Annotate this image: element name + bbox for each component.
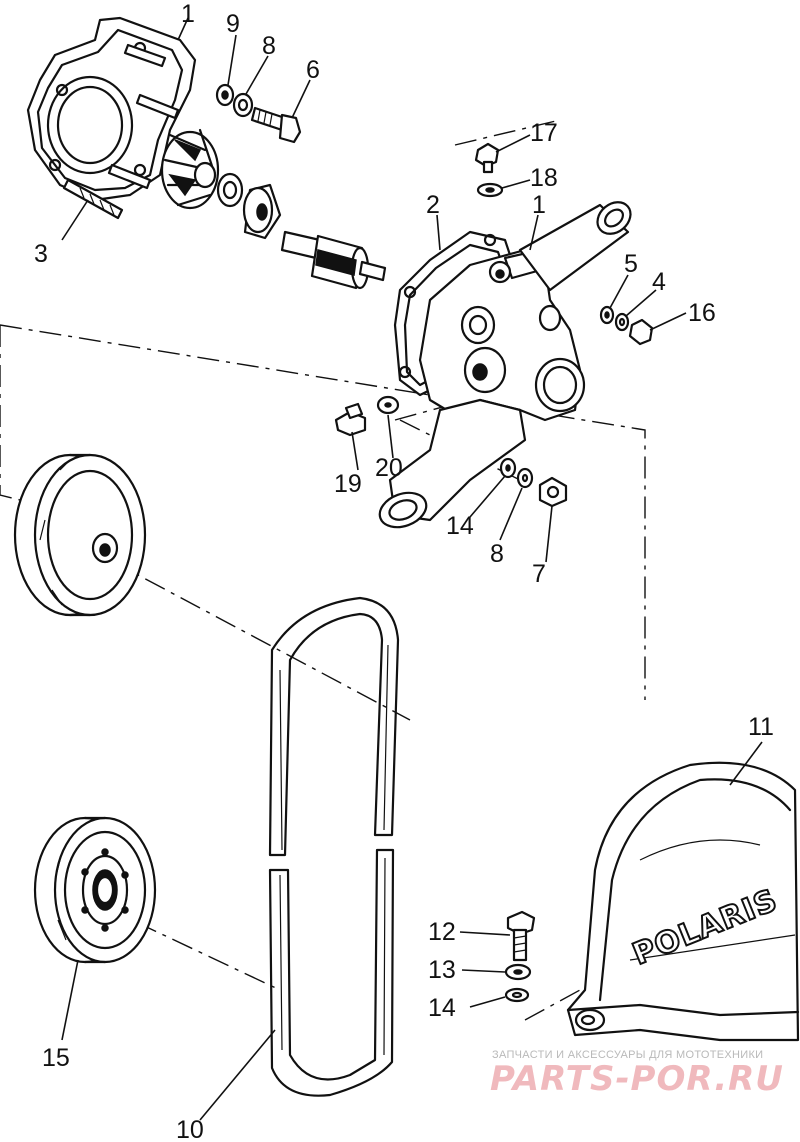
bolt-12 <box>506 910 536 962</box>
callout-12: 12 <box>428 918 456 946</box>
callout-8-top: 8 <box>262 32 276 60</box>
washer-14-top <box>499 457 517 479</box>
washer-13 <box>504 963 532 981</box>
callout-14-mid: 14 <box>446 512 474 540</box>
callout-7: 7 <box>532 560 546 588</box>
lower-pulley <box>33 816 157 964</box>
callout-15: 15 <box>42 1044 70 1072</box>
impeller <box>160 128 220 210</box>
upper-pulley <box>13 453 147 617</box>
pump-shaft <box>280 230 387 290</box>
nut-16 <box>628 318 654 346</box>
watermark-caption: ЗАПЧАСТИ И АКСЕССУАРЫ ДЛЯ МОТОТЕХНИКИ <box>492 1049 763 1061</box>
washer-14-bottom <box>504 987 530 1003</box>
drive-belt <box>268 596 400 1097</box>
watermark: ЗАПЧАСТИ И АКСЕССУАРЫ ДЛЯ МОТОТЕХНИКИ PA… <box>490 1049 784 1099</box>
pump-seal <box>216 172 282 240</box>
studs <box>62 43 180 220</box>
washer-8-top <box>232 92 254 118</box>
bolt-6 <box>250 106 302 144</box>
callout-10: 10 <box>176 1116 204 1142</box>
washer-4 <box>614 312 630 332</box>
callout-14-bottom: 14 <box>428 994 456 1022</box>
washer-8-mid <box>516 467 534 489</box>
callout-16: 16 <box>688 299 716 327</box>
nut-7 <box>538 476 568 508</box>
belt-cover: POLARIS <box>566 761 800 1042</box>
watermark-brand: PARTS-POR.RU <box>490 1059 784 1099</box>
callout-18: 18 <box>530 164 558 192</box>
washer-18 <box>476 182 504 198</box>
callout-3: 3 <box>34 240 48 268</box>
callout-labels: 1 9 8 6 3 17 18 2 1 5 4 16 19 20 14 8 7 … <box>34 0 774 1142</box>
callout-4: 4 <box>652 268 666 296</box>
callout-19: 19 <box>334 470 362 498</box>
callout-13: 13 <box>428 956 456 984</box>
callout-11: 11 <box>748 713 774 741</box>
fitting-19 <box>334 402 367 437</box>
callout-2: 2 <box>426 191 440 219</box>
callout-6: 6 <box>306 56 320 84</box>
leader-lines <box>61 17 763 1121</box>
callout-5: 5 <box>624 250 638 278</box>
washer-5 <box>599 305 615 325</box>
washer-9 <box>215 83 235 107</box>
callout-1-top: 1 <box>181 0 195 28</box>
bolt-17 <box>474 142 500 174</box>
callout-17: 17 <box>530 119 558 147</box>
callout-9: 9 <box>226 10 240 38</box>
callout-20: 20 <box>375 454 403 482</box>
callout-8-mid: 8 <box>490 540 504 568</box>
pump-body <box>378 201 632 529</box>
callout-1-mid: 1 <box>532 191 546 219</box>
washer-20 <box>376 395 400 415</box>
